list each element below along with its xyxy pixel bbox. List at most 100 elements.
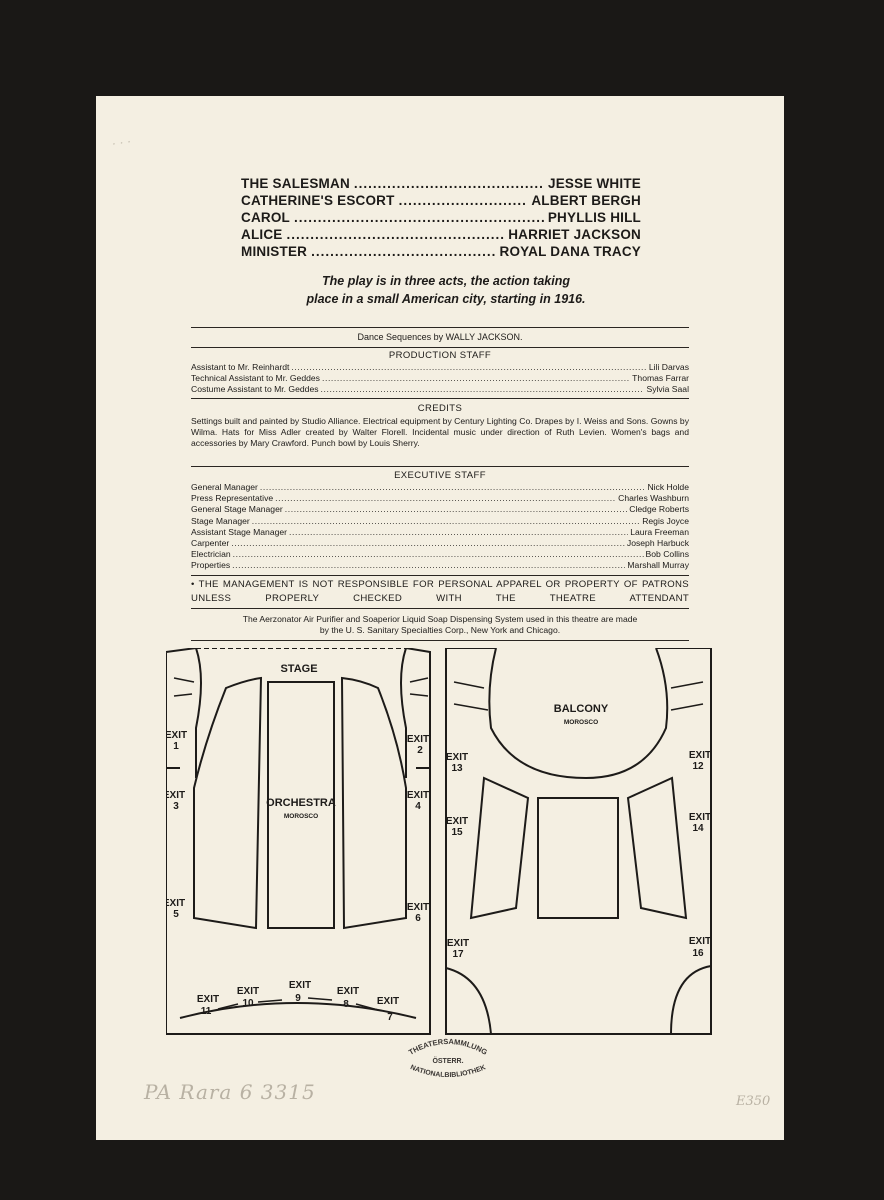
dot-leader — [354, 176, 544, 191]
faint-pencil-marks: · · · — [111, 134, 132, 152]
cast-role: ALICE — [241, 227, 283, 242]
balcony-front-rail — [488, 648, 669, 780]
svg-text:EXIT: EXIT — [166, 730, 187, 741]
staff-name: Laura Freeman — [630, 526, 689, 537]
dot-leader — [322, 373, 630, 384]
orchestra-floor-plan — [166, 648, 431, 1035]
library-stamp: THEATERSAMMLUNG ÖSTERR. NATIONALBIBLIOTH… — [407, 1037, 489, 1079]
svg-text:15: 15 — [451, 827, 463, 838]
svg-text:2: 2 — [417, 745, 423, 756]
staff-role: Assistant Stage Manager — [191, 526, 288, 537]
dot-leader — [233, 549, 644, 560]
staff-name: Lili Darvas — [648, 362, 689, 372]
balcony-right-section — [626, 776, 688, 920]
balcony-floor-plan — [445, 648, 712, 1035]
dance-credit: Dance Sequences by WALLY JACKSON. — [357, 332, 523, 342]
staff-name: Nick Holde — [647, 482, 689, 492]
svg-text:4: 4 — [415, 801, 421, 812]
orchestra-left-section — [193, 676, 263, 930]
divider — [191, 398, 689, 399]
cast-row: CAROLPHYLLIS HILL — [241, 210, 641, 227]
stage-front-left — [195, 648, 202, 778]
staff-name: Thomas Farrar — [632, 373, 689, 384]
svg-text:NATIONALBIBLIOTHEK: NATIONALBIBLIOTHEK — [409, 1064, 487, 1079]
balcony-corner-left — [445, 967, 492, 1035]
dot-leader — [285, 504, 628, 515]
svg-text:5: 5 — [173, 909, 179, 920]
balcony-theatre-name: MOROSCO — [564, 719, 598, 726]
list-item: Press RepresentativeCharles Washburn — [191, 493, 689, 504]
list-item: Technical Assistant to Mr. GeddesThomas … — [191, 373, 689, 384]
divider — [191, 575, 689, 576]
balcony-center-section — [537, 797, 619, 919]
cast-list: THE SALESMANJESSE WHITE CATHERINE'S ESCO… — [241, 176, 641, 261]
svg-text:EXIT: EXIT — [377, 996, 399, 1007]
dot-leader — [399, 193, 528, 208]
seating-plan: STAGE ORCHESTRA MOROSCO BALCONY MOROSCO … — [166, 648, 712, 1035]
list-item: General ManagerNick Holde — [191, 482, 689, 493]
list-item: General Stage ManagerCledge Roberts — [191, 504, 689, 515]
svg-text:EXIT: EXIT — [407, 790, 429, 801]
staff-role: General Stage Manager — [191, 504, 283, 515]
staff-name: Regis Joyce — [642, 515, 689, 526]
svg-text:17: 17 — [452, 949, 464, 960]
list-item: Stage ManagerRegis Joyce — [191, 516, 689, 527]
dot-leader — [294, 210, 544, 225]
credits-heading: CREDITS — [417, 403, 463, 414]
balcony-outline — [445, 648, 712, 1035]
svg-text:7: 7 — [387, 1012, 393, 1023]
svg-text:EXIT: EXIT — [407, 902, 429, 913]
list-item: ElectricianBob Collins — [191, 549, 689, 560]
staff-name: Charles Washburn — [618, 493, 689, 504]
svg-text:14: 14 — [692, 823, 704, 834]
dot-leader — [289, 527, 628, 538]
management-notice: • THE MANAGEMENT IS NOT RESPONSIBLE FOR … — [191, 579, 689, 604]
orchestra-theatre-name: MOROSCO — [284, 813, 318, 820]
orchestra-center-section — [267, 681, 335, 929]
svg-text:1: 1 — [173, 741, 179, 752]
cast-row: THE SALESMANJESSE WHITE — [241, 176, 641, 193]
svg-text:EXIT: EXIT — [337, 986, 359, 997]
dot-leader — [287, 227, 505, 242]
exit-marker: EXIT 7 — [377, 996, 399, 1023]
svg-text:EXIT: EXIT — [446, 752, 468, 763]
staff-name: Joseph Harbuck — [626, 537, 689, 548]
svg-text:EXIT: EXIT — [197, 994, 219, 1005]
staff-name: Marshall Murray — [627, 560, 689, 571]
cast-row: CATHERINE'S ESCORT ALBERT BERGH — [241, 193, 641, 210]
orchestra-right-section — [340, 676, 407, 930]
list-item: Costume Assistant to Mr. GeddesSylvia Sa… — [191, 384, 689, 395]
svg-text:EXIT: EXIT — [237, 986, 259, 997]
svg-text:ÖSTERR.: ÖSTERR. — [432, 1056, 463, 1065]
cast-actor: ALBERT BERGH — [531, 193, 641, 208]
credits-text: Settings built and painted by Studio All… — [191, 416, 689, 449]
staff-role: Costume Assistant to Mr. Geddes — [191, 384, 319, 395]
dot-leader — [275, 493, 616, 504]
svg-text:EXIT: EXIT — [446, 816, 468, 827]
list-item: Assistant to Mr. ReinhardtLili Darvas — [191, 362, 689, 373]
rear-aisle-line — [179, 1002, 417, 1019]
list-item: Assistant Stage Manager Laura Freeman — [191, 527, 689, 538]
cast-role: CATHERINE'S ESCORT — [241, 193, 395, 208]
dot-leader — [291, 362, 646, 373]
cast-role: MINISTER — [241, 244, 308, 259]
divider — [191, 608, 689, 609]
aerozonator-notice: The Aerzonator Air Purifier and Soaperio… — [191, 614, 689, 637]
svg-text:EXIT: EXIT — [166, 790, 185, 801]
production-staff-heading: PRODUCTION STAFF — [388, 350, 492, 361]
svg-text:13: 13 — [451, 763, 463, 774]
cast-row: ALICEHARRIET JACKSON — [241, 227, 641, 244]
cast-actor: JESSE WHITE — [548, 176, 641, 191]
svg-text:EXIT: EXIT — [447, 938, 469, 949]
balcony-left-section — [469, 776, 530, 920]
play-note-line: place in a small American city, starting… — [306, 292, 586, 306]
production-staff-list: Assistant to Mr. ReinhardtLili Darvas Te… — [191, 362, 689, 396]
